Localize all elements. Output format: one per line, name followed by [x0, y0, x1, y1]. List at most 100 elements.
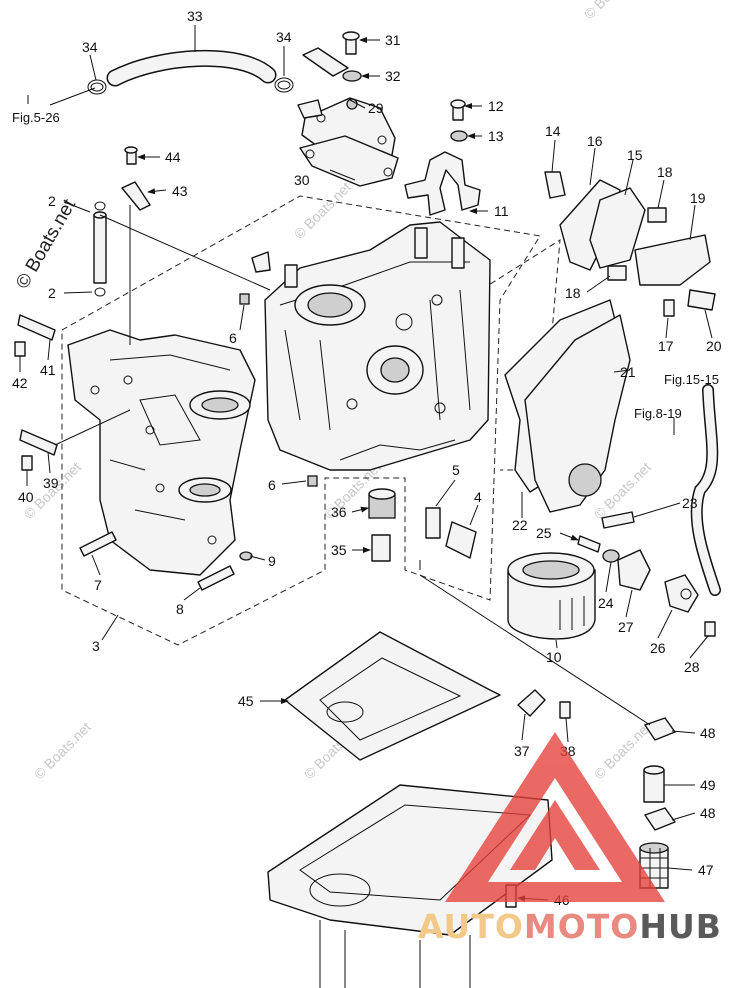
callout-11: 11	[494, 203, 509, 219]
watermark: © Boats.net	[291, 179, 354, 242]
collar-18a	[647, 207, 667, 223]
brand-inner-mark	[510, 800, 600, 870]
fig-ref-15-15[interactable]: Fig.15-15	[664, 372, 719, 387]
callout-19: 19	[690, 190, 706, 206]
bracket-11	[404, 151, 481, 216]
callout-23: 23	[682, 495, 698, 511]
hose-49	[643, 769, 665, 803]
brand-logo	[445, 732, 665, 902]
bolt-23	[601, 511, 635, 529]
callout-44: 44	[165, 149, 181, 165]
plate-41	[17, 314, 56, 341]
callout-41: 41	[40, 362, 56, 378]
leader-lines	[19, 25, 713, 902]
oil-pan-gasket	[284, 631, 501, 761]
part-37	[517, 689, 546, 717]
callout-30: 30	[294, 172, 310, 188]
callout-15: 15	[627, 147, 643, 163]
callout-25: 25	[536, 525, 552, 541]
callout-8: 8	[176, 601, 184, 617]
watermark: © Boats.net	[31, 719, 94, 782]
oil-filter	[507, 552, 596, 640]
callout-18: 18	[657, 164, 673, 180]
part-4	[445, 521, 477, 559]
bolt-8	[197, 565, 235, 591]
callout-4: 4	[474, 489, 482, 505]
callout-21: 21	[620, 364, 636, 380]
callout-16: 16	[587, 133, 603, 149]
callout-6: 6	[268, 477, 276, 493]
clamp-48b	[644, 807, 676, 831]
callout-20: 20	[706, 338, 722, 354]
callout-48: 48	[700, 725, 716, 741]
callout-22: 22	[512, 517, 528, 533]
callout-34: 34	[82, 39, 98, 55]
assembly-boundary-main	[61, 195, 541, 646]
clip-20	[687, 289, 716, 311]
crankcase	[67, 329, 256, 576]
dowel-6a	[239, 293, 250, 305]
callout-37: 37	[514, 743, 530, 759]
callout-13: 13	[488, 128, 504, 144]
brand-triangle-icon	[445, 732, 665, 902]
callout-6: 6	[229, 330, 237, 346]
callout-49: 49	[700, 777, 716, 793]
callout-24: 24	[598, 595, 614, 611]
callout-29: 29	[368, 100, 384, 116]
callout-48: 48	[700, 805, 716, 821]
callout-12: 12	[488, 98, 504, 114]
callout-3: 3	[92, 638, 100, 654]
copyright-label: © Boats.net	[12, 195, 80, 292]
callout-2: 2	[48, 285, 56, 301]
callout-32: 32	[385, 68, 401, 84]
part-5	[425, 507, 441, 539]
callout-42: 42	[12, 375, 28, 391]
brand-name: AUTOMOTOHUB	[418, 907, 722, 946]
brand-part-hub: HUB	[639, 907, 722, 946]
bolt-17	[663, 299, 675, 317]
bolt-42	[14, 341, 26, 357]
bolt-7	[79, 531, 117, 557]
cylinder-block	[264, 221, 491, 471]
callout-18: 18	[565, 285, 581, 301]
callout-10: 10	[546, 649, 562, 665]
callout-7: 7	[94, 577, 102, 593]
breather-gasket	[299, 135, 399, 187]
plate-19	[634, 234, 711, 286]
hose-clip-left	[87, 79, 107, 95]
elbow-fitting	[251, 251, 271, 273]
callout-43: 43	[172, 183, 188, 199]
fig-ref-5-26[interactable]: Fig.5-26	[12, 110, 60, 125]
collar-18b	[607, 265, 627, 281]
callout-5: 5	[452, 462, 460, 478]
callout-28: 28	[684, 659, 700, 675]
bolt-38	[559, 701, 571, 719]
gasket-27	[617, 549, 651, 591]
washer-13	[450, 130, 468, 142]
callout-36: 36	[331, 504, 347, 520]
watermark: © Boats.net	[581, 0, 644, 22]
washer-9	[239, 551, 253, 561]
bracket-15	[589, 187, 646, 269]
pin	[302, 47, 349, 77]
callout-35: 35	[331, 542, 347, 558]
fig-ref-8-19[interactable]: Fig.8-19	[634, 406, 682, 421]
bolt-28	[704, 621, 716, 637]
breather-elbow	[297, 99, 323, 119]
callout-26: 26	[650, 640, 666, 656]
callout-31: 31	[385, 32, 401, 48]
callout-33: 33	[187, 8, 203, 24]
callout-47: 47	[698, 862, 714, 878]
clamp-43	[121, 181, 151, 211]
brand-part-auto: AUTO	[418, 907, 524, 946]
callout-27: 27	[618, 619, 634, 635]
callout-40: 40	[18, 489, 34, 505]
callout-39: 39	[43, 475, 59, 491]
pipe-2	[93, 214, 107, 284]
callout-2: 2	[48, 193, 56, 209]
callout-14: 14	[545, 123, 561, 139]
bolt-25	[577, 535, 601, 553]
washer-32	[342, 70, 362, 82]
callout-45: 45	[238, 693, 254, 709]
